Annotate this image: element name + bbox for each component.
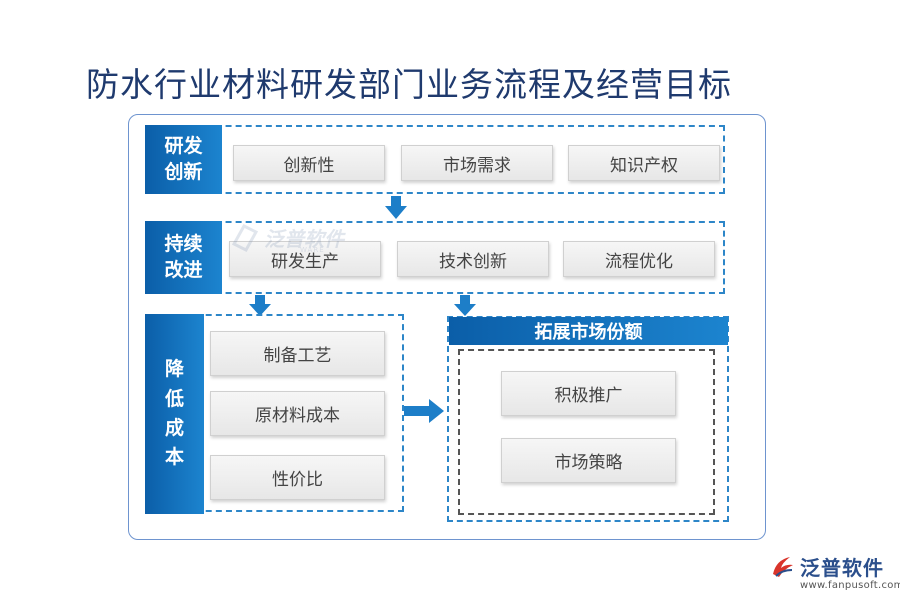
market-item-promotion: 积极推广 xyxy=(501,371,676,416)
improvement-label: 持续改进 xyxy=(145,221,222,294)
arrow-down-icon xyxy=(249,295,271,316)
watermark-logo-icon xyxy=(231,224,259,252)
rd-item-market-demand: 市场需求 xyxy=(401,145,553,181)
brand-name: 泛普软件 xyxy=(800,556,884,580)
market-share-label: 拓展市场份额 xyxy=(449,317,728,345)
improvement-item-process-optimization: 流程优化 xyxy=(563,241,715,277)
arrow-down-icon xyxy=(454,295,476,316)
improvement-item-rd-production: 研发生产 xyxy=(229,241,381,277)
rd-item-ip: 知识产权 xyxy=(568,145,720,181)
rd-innovation-label: 研发创新 xyxy=(145,125,222,194)
page-title: 防水行业材料研发部门业务流程及经营目标 xyxy=(86,65,732,104)
arrow-down-icon xyxy=(385,196,407,219)
diagram-frame xyxy=(128,114,766,540)
rd-item-innovation: 创新性 xyxy=(233,145,385,181)
fanpu-logo-icon xyxy=(773,556,793,577)
market-item-strategy: 市场策略 xyxy=(501,438,676,483)
improvement-item-tech-innovation: 技术创新 xyxy=(397,241,549,277)
watermark: 泛普软件 WARE xyxy=(230,222,344,254)
cost-item-raw-material-cost: 原材料成本 xyxy=(210,391,385,436)
cost-item-preparation-process: 制备工艺 xyxy=(210,331,385,376)
brand-url: www.fanpusoft.com xyxy=(800,580,900,591)
cost-item-cost-performance: 性价比 xyxy=(210,455,385,500)
brand-logo: 泛普软件 xyxy=(770,552,884,581)
arrow-right-icon xyxy=(404,399,444,423)
market-share-inner xyxy=(458,349,715,515)
cost-reduction-label: 降低成本 xyxy=(145,314,204,514)
